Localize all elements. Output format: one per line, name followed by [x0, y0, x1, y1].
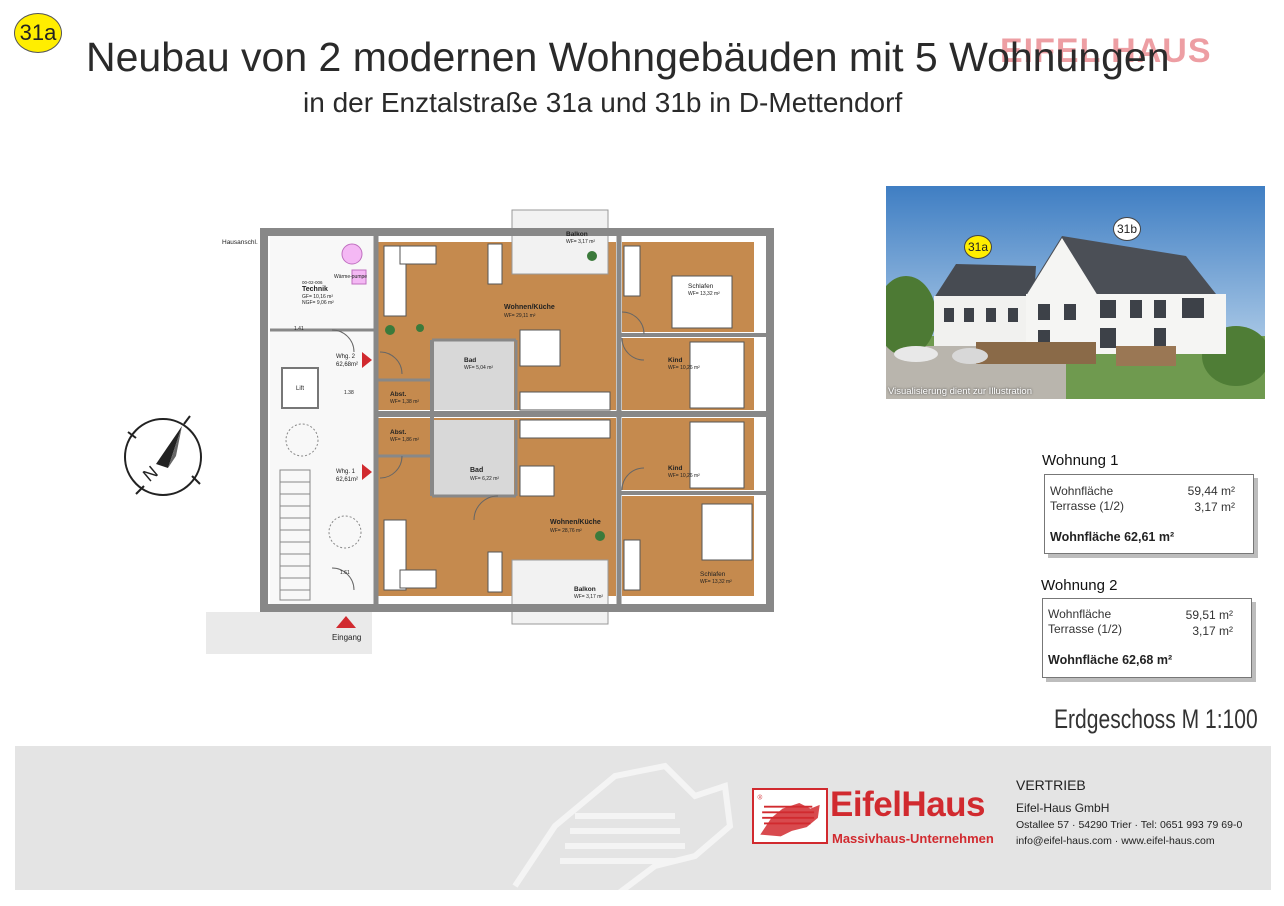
label-bad-top-area: WF= 5,04 m²: [464, 365, 493, 371]
company-name: Eifel-Haus GmbH: [1016, 801, 1110, 815]
label-kind-bottom: Kind: [668, 465, 682, 472]
dim-161: 1.61: [340, 570, 350, 576]
label-abst-bottom: Abst.: [390, 429, 406, 436]
building-rendering: [886, 186, 1265, 399]
unit-1-title: Wohnung 1: [1042, 452, 1119, 469]
label-balkon-top: Balkon: [566, 231, 588, 238]
dim-141: 1.41: [294, 326, 304, 332]
label-whg2: Whg. 2: [336, 354, 356, 360]
unit-1-terrasse-value: 3,17 m²: [1194, 500, 1235, 514]
eifelhaus-logo-icon: ®: [752, 788, 828, 844]
label-abst-top-area: WF= 1,38 m²: [390, 399, 419, 405]
label-kind-bottom-area: WF= 10,26 m²: [668, 473, 700, 479]
label-schlafen-top: Schlafen: [688, 283, 714, 290]
photo-badge-31b: 31b: [1113, 217, 1141, 241]
unit-1-wohnflaeche-label: Wohnfläche: [1050, 484, 1114, 498]
label-technik-ngf: NGF= 9,06 m²: [302, 300, 334, 306]
dim-138: 1.38: [344, 390, 354, 396]
page-title: Neubau von 2 modernen Wohngebäuden mit 5…: [86, 34, 1170, 80]
watermark-logo: EIFEL HAUS: [1000, 32, 1212, 70]
label-balkon-top-area: WF= 3,17 m²: [566, 239, 595, 245]
label-kind-top-area: WF= 10,26 m²: [668, 365, 700, 371]
unit-2-terrasse-label: Terrasse (1/2): [1048, 622, 1123, 636]
unit-1-terrasse-label: Terrasse (1/2): [1050, 499, 1125, 513]
company-address: Ostallee 57 · 54290 Trier · Tel: 0651 99…: [1016, 819, 1243, 831]
label-technik-code: 00-02-006: [302, 280, 323, 285]
label-hausanschluss: Hausanschl.: [222, 239, 258, 246]
north-arrow-icon: N: [124, 415, 202, 496]
label-wohnen-kueche-top: Wohnen/Küche: [504, 304, 555, 311]
label-schlafen-top-area: WF= 13,32 m²: [688, 291, 720, 297]
company-contact: info@eifel-haus.com · www.eifel-haus.com: [1016, 835, 1215, 847]
label-technik-gf: GF= 10,16 m²: [302, 294, 333, 300]
label-wohnen-kueche-top-area: WF= 29,11 m²: [504, 313, 536, 319]
label-lift: Lift: [296, 386, 304, 392]
north-label: N: [139, 462, 162, 486]
label-whg1: Whg. 1: [336, 469, 356, 475]
label-balkon-bottom: Balkon: [574, 586, 596, 593]
label-abst-top: Abst.: [390, 391, 406, 398]
building-badge-31a: 31a: [14, 13, 62, 53]
unit-2-area-table: Wohnfläche 59,51 m² Terrasse (1/2) 3,17 …: [1042, 598, 1252, 678]
label-balkon-bottom-area: WF= 3,17 m²: [574, 594, 603, 600]
unit-2-wohnflaeche-label: Wohnfläche: [1048, 607, 1112, 621]
label-whg2-area: 62,68m²: [336, 362, 358, 368]
label-technik: Technik: [302, 286, 328, 293]
photo-caption: Visualisierung dient zur Illustration: [888, 386, 1032, 397]
label-whg1-area: 62,61m²: [336, 477, 358, 483]
label-waermepumpe: Wärme-pumpe: [334, 274, 367, 280]
eifelhaus-tagline: Massivhaus-Unternehmen: [832, 831, 994, 846]
eifelhaus-logo-text: EifelHaus: [830, 785, 986, 824]
unit-2-wohnflaeche-value: 59,51 m²: [1185, 608, 1233, 622]
photo-badge-31a: 31a: [964, 235, 992, 259]
label-abst-bottom-area: WF= 1,86 m²: [390, 437, 419, 443]
label-schlafen-bottom: Schlafen: [700, 571, 726, 578]
unit-1-total: Wohnfläche 62,61 m²: [1050, 530, 1175, 544]
label-bad-bottom-area: WF= 6,22 m²: [470, 476, 499, 482]
unit-2-terrasse-value: 3,17 m²: [1192, 624, 1233, 638]
footer-band: [15, 746, 1271, 890]
svg-text:®: ®: [758, 793, 763, 801]
watermark-bull-icon: [512, 762, 734, 890]
page-subtitle: in der Enztalstraße 31a und 31b in D-Met…: [303, 87, 903, 118]
unit-2-title: Wohnung 2: [1041, 577, 1118, 594]
label-wohnen-kueche-bottom: Wohnen/Küche: [550, 519, 601, 526]
label-kind-top: Kind: [668, 357, 682, 364]
label-wohnen-kueche-bottom-area: WF= 28,76 m²: [550, 528, 582, 534]
unit-1-wohnflaeche-value: 59,44 m²: [1187, 484, 1235, 498]
unit-1-area-table: Wohnfläche 59,44 m² Terrasse (1/2) 3,17 …: [1044, 474, 1254, 554]
floor-plan: Hausanschl. 00-02-006 Technik GF= 10,16 …: [206, 209, 774, 654]
label-eingang: Eingang: [332, 633, 361, 642]
label-schlafen-bottom-area: WF= 13,32 m²: [700, 579, 732, 585]
vertrieb-heading: VERTRIEB: [1016, 777, 1086, 793]
floor-scale-label: Erdgeschoss M 1:100: [1054, 704, 1258, 734]
unit-2-total: Wohnfläche 62,68 m²: [1048, 653, 1173, 667]
label-bad-bottom: Bad: [470, 467, 483, 474]
label-bad-top: Bad: [464, 357, 476, 364]
